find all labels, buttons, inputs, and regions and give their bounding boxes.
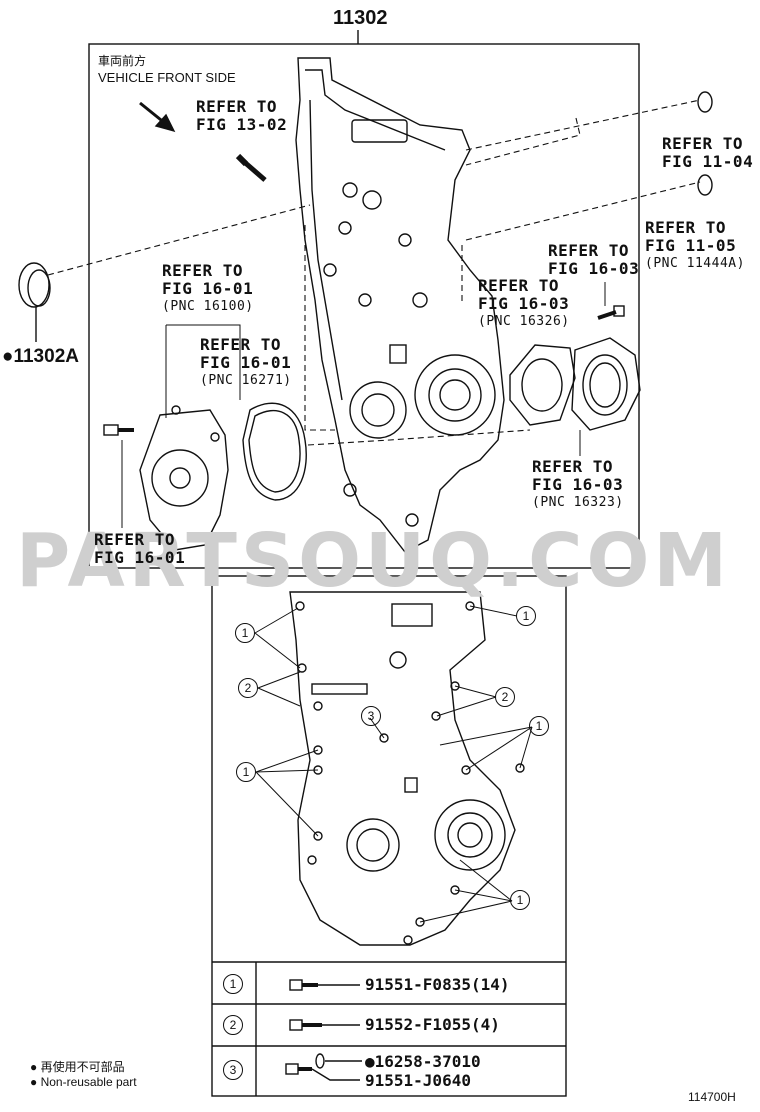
ref-line: REFER TO [548,241,630,260]
table-part-91551-f0835[interactable]: 91551-F0835(14) [365,975,510,994]
water-inlet-housing [571,337,641,431]
ref-fig-16-01-gasket[interactable]: REFER TO FIG 16-01 (PNC 16271) [200,336,292,390]
ref-fig-16-01-pump[interactable]: REFER TO FIG 16-01 (PNC 16100) [162,262,254,316]
ref-line: FIG 13-02 [196,115,288,134]
ref-pnc: (PNC 16326) [478,314,570,329]
ref-pnc: (PNC 16323) [532,495,624,510]
stud-bolt-icon [235,153,267,182]
ref-fig-16-03-bolt[interactable]: REFER TO FIG 16-03 [548,242,639,278]
callout-2: 2 [495,687,515,707]
ref-fig-11-04[interactable]: REFER TO FIG 11-04 [662,135,753,171]
callout-1: 1 [510,890,530,910]
ref-fig-16-03-gasket[interactable]: REFER TO FIG 16-03 (PNC 16326) [478,277,570,331]
ref-line: REFER TO [200,335,282,354]
callout-1: 1 [235,623,255,643]
ref-line: REFER TO [645,218,727,237]
front-label-jp: 車両前方 [98,54,147,68]
ref-line: FIG 11-05 [645,236,737,255]
ref-pnc: (PNC 16100) [162,299,254,314]
ref-line: REFER TO [662,134,744,153]
table-part-91551-j0640[interactable]: 91551-J0640 [365,1071,471,1090]
legend-jp: ● 再使用不可部品 [30,1060,125,1074]
ref-line: REFER TO [196,97,278,116]
figure-code: 114700H [688,1090,736,1104]
assembly-part-number: 11302 [333,7,388,29]
pump-bolt-icon [103,424,134,436]
watermark: PARTSOUQ.COM [16,518,731,604]
timing-chain-cover [295,57,505,553]
ref-pnc: (PNC 11444A) [645,256,745,271]
callout-1: 1 [236,762,256,782]
ref-line: FIG 16-03 [478,294,570,313]
callout-2: 2 [238,678,258,698]
water-inlet-gasket [509,344,576,426]
cover-bolt-location-drawing [289,591,525,946]
table-part-91552-f1055[interactable]: 91552-F1055(4) [365,1015,500,1034]
ref-line: FIG 16-01 [200,353,292,372]
upper-frame [88,43,640,569]
ref-line: FIG 16-03 [532,475,624,494]
seal-part-number[interactable]: ●11302A [2,346,79,367]
water-pump-gasket [242,402,307,501]
callout-1: 1 [516,606,536,626]
water-pump [139,405,229,551]
ref-fig-11-05[interactable]: REFER TO FIG 11-05 (PNC 11444A) [645,219,745,273]
oil-seal-11302a [18,262,51,342]
ref-line: FIG 16-03 [548,259,640,278]
assembly-lines [47,99,701,446]
ref-pnc: (PNC 16271) [200,373,292,388]
front-direction-arrow [139,101,176,133]
ref-line: REFER TO [478,276,560,295]
table-key-2: 2 [223,1015,243,1035]
ref-line: REFER TO [94,530,176,549]
ref-line: FIG 16-01 [94,548,186,567]
callout-1: 1 [529,716,549,736]
table-key-1: 1 [223,974,243,994]
table-bolt-icons [285,979,362,1081]
ref-fig-16-01-bolt[interactable]: REFER TO FIG 16-01 [94,531,185,567]
callout-3: 3 [361,706,381,726]
table-key-3: 3 [223,1060,243,1080]
ref-fig-16-03-housing[interactable]: REFER TO FIG 16-03 (PNC 16323) [532,458,624,512]
o-ring-1 [697,91,713,113]
ref-line: REFER TO [162,261,244,280]
ref-fig-13-02[interactable]: REFER TO FIG 13-02 [196,98,287,134]
ref-line: REFER TO [532,457,614,476]
o-ring-2 [697,174,713,196]
lower-frame [211,575,567,1097]
legend-en: ● Non-reusable part [30,1075,137,1089]
ref-line: FIG 11-04 [662,152,754,171]
callout-leaders [254,605,533,923]
ref-line: FIG 16-01 [162,279,254,298]
table-part-16258-37010[interactable]: ●16258-37010 [365,1052,481,1071]
housing-bolt-icon [597,305,625,320]
front-label-en: VEHICLE FRONT SIDE [98,70,236,85]
